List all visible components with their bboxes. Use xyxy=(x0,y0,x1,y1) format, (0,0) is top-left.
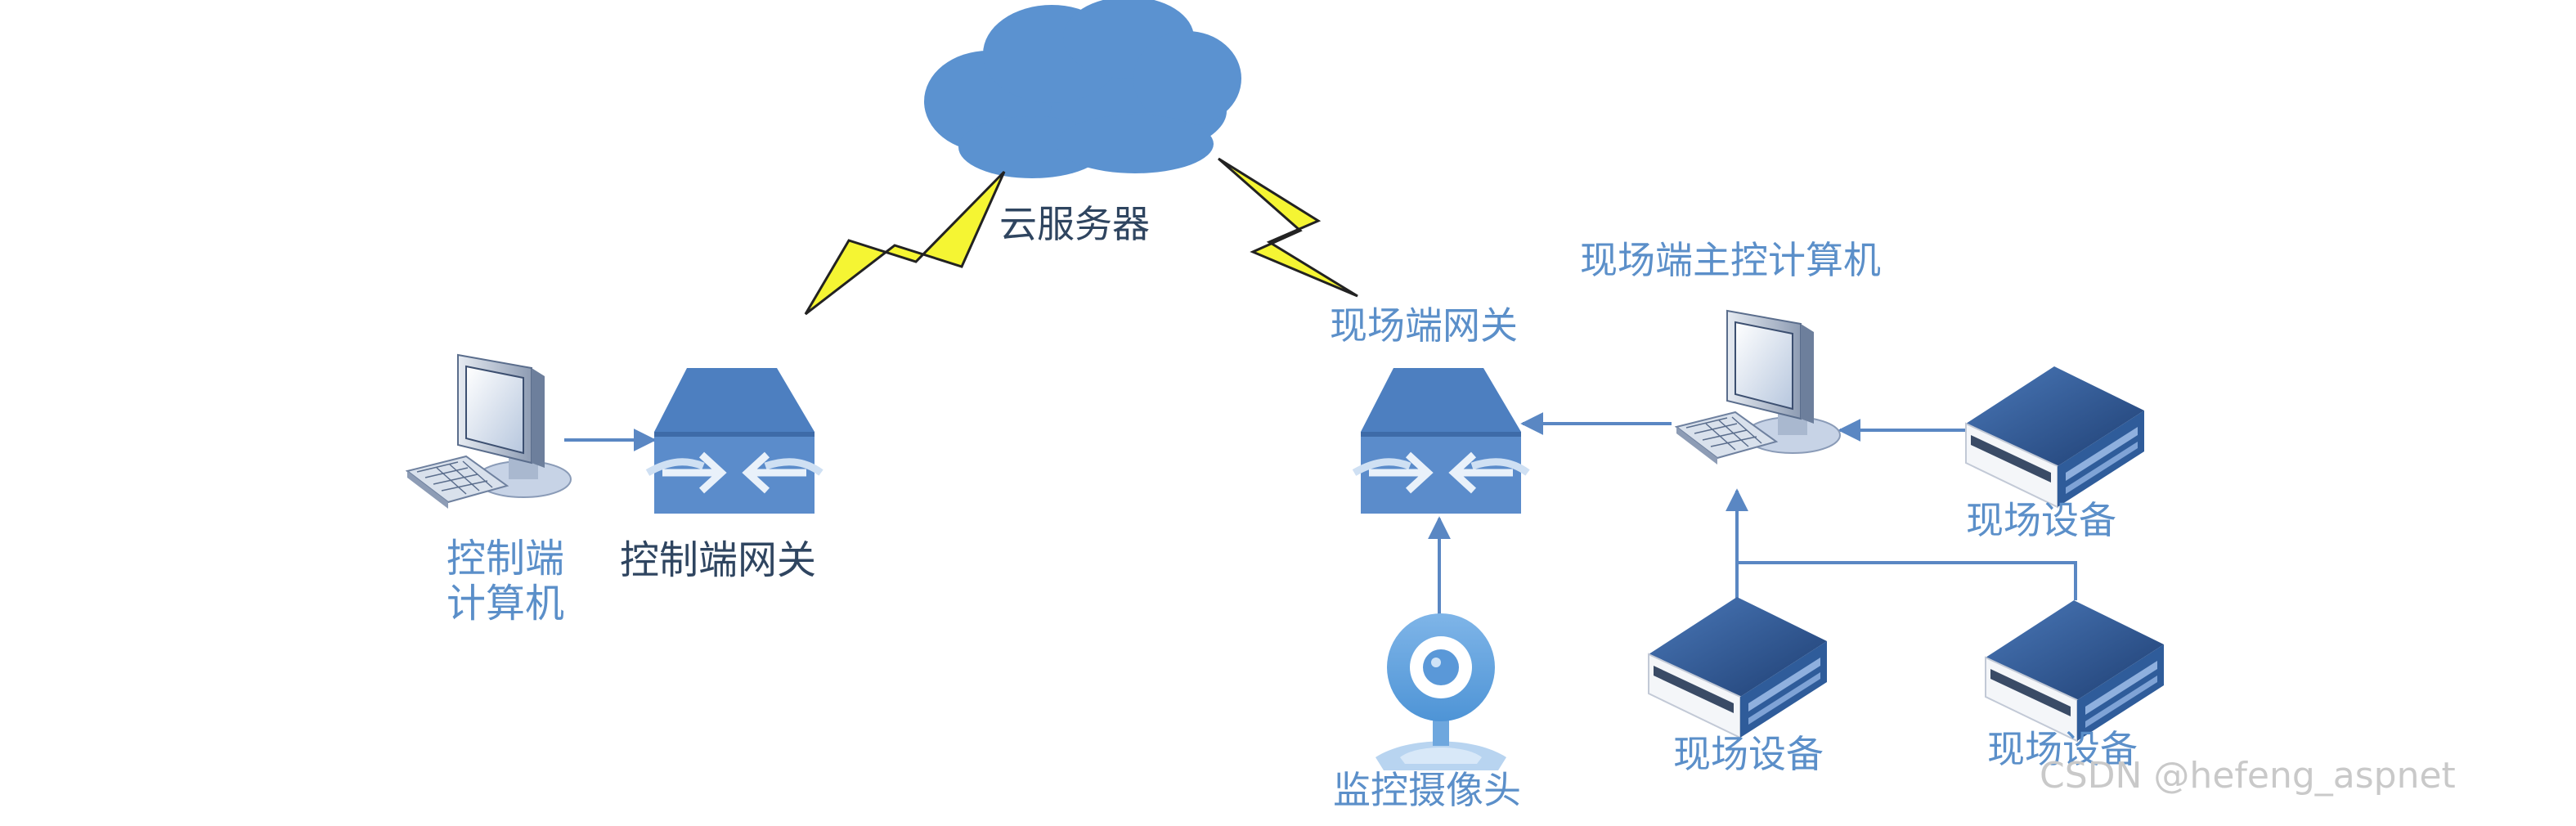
control-computer-label-line1: 控制端 xyxy=(446,536,564,581)
link-devices-bus xyxy=(1735,561,2077,600)
camera-icon xyxy=(1376,613,1506,770)
lightning-icon xyxy=(804,170,1006,316)
site-gateway-icon xyxy=(1354,368,1528,514)
lightning-icon xyxy=(1218,157,1358,298)
control-computer-label-line2: 计算机 xyxy=(446,581,564,627)
site-device-label-top-right: 现场设备 xyxy=(1966,498,2116,542)
cloud-server-label: 云服务器 xyxy=(999,202,1150,246)
site-device-server-icon xyxy=(1965,366,2145,508)
site-device-label-bottom-right: 现场设备 xyxy=(1987,727,2138,771)
watermark: CSDN @hefeng_aspnet xyxy=(2040,755,2456,797)
cloud-icon xyxy=(924,0,1241,178)
site-main-computer-icon xyxy=(1676,310,1841,465)
control-gateway-icon xyxy=(648,368,821,514)
site-main-computer-label: 现场端主控计算机 xyxy=(1580,238,1881,282)
camera-label: 监控摄像头 xyxy=(1333,768,1521,812)
site-gateway-label: 现场端网关 xyxy=(1330,303,1518,348)
site-device-server-icon xyxy=(1985,599,2165,742)
control-computer-label: 控制端 计算机 xyxy=(432,536,579,626)
control-computer-icon xyxy=(406,354,572,510)
site-device-server-icon xyxy=(1648,596,1828,738)
control-gateway-label: 控制端网关 xyxy=(620,537,817,583)
site-device-label-bottom-center: 现场设备 xyxy=(1673,732,1824,776)
